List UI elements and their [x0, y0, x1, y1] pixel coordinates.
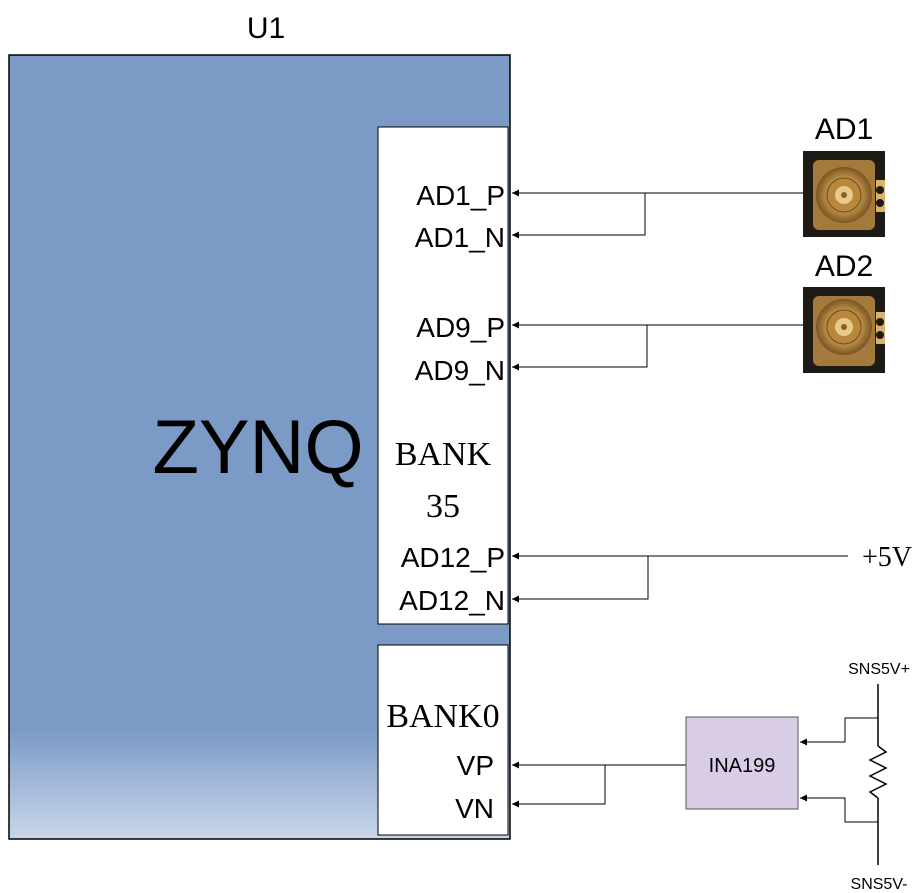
- vp-vn-wiring: [512, 761, 686, 808]
- sense-resistor-circuit: [800, 684, 888, 865]
- pin-ad12-n-label: AD12_N: [399, 585, 505, 616]
- bank35-label-line1: BANK: [395, 436, 492, 473]
- pin-ad9-n-label: AD9_N: [415, 355, 505, 386]
- connector-ad1-label: AD1: [815, 113, 873, 146]
- ina199-amplifier-box: [685, 716, 799, 810]
- chip-name-label: ZYNQ: [152, 405, 363, 490]
- sense-bottom-label: SNS5V-: [851, 876, 908, 893]
- pin-ad1-p-label: AD1_P: [416, 180, 505, 211]
- bank35-label-line2: 35: [426, 488, 460, 525]
- ad1-wiring: [512, 189, 810, 239]
- sense-top-label: SNS5V+: [848, 661, 910, 678]
- connector-ad2-label: AD2: [815, 250, 873, 283]
- pin-vn-label: VN: [455, 793, 494, 824]
- bank0-box: [377, 644, 509, 836]
- bank0-label: BANK0: [386, 698, 499, 735]
- sma-connector-ad1-icon: [803, 151, 885, 237]
- sma-connector-ad2-icon: [803, 287, 885, 373]
- pin-ad12-p-label: AD12_P: [401, 542, 505, 573]
- ad12-wiring: [512, 552, 848, 603]
- ad9-wiring: [512, 321, 810, 371]
- bank35-box: [377, 126, 509, 625]
- sense-resistor-icon: [868, 745, 888, 799]
- amplifier-label: INA199: [709, 755, 776, 777]
- supply-5v-label: +5V: [862, 542, 912, 573]
- pin-ad1-n-label: AD1_N: [415, 222, 505, 253]
- pin-vp-label: VP: [457, 750, 494, 781]
- chip-ref-label: U1: [247, 12, 285, 45]
- pin-ad9-p-label: AD9_P: [416, 312, 505, 343]
